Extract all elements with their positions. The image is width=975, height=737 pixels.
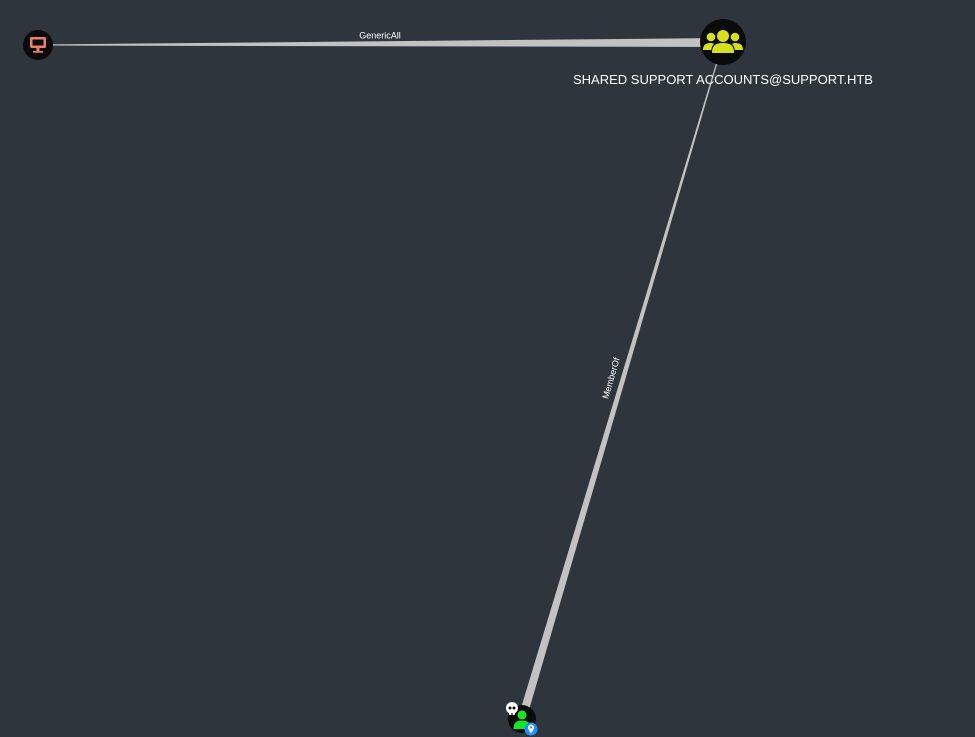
node-group-label: SHARED SUPPORT ACCOUNTS@SUPPORT.HTB xyxy=(573,72,873,87)
edge-memberof[interactable]: MemberOf xyxy=(521,42,724,710)
edge-genericall[interactable]: GenericAll xyxy=(38,31,722,48)
node-user[interactable] xyxy=(506,702,538,736)
edge-genericall-line xyxy=(38,38,722,47)
edge-genericall-label: GenericAll xyxy=(359,31,401,41)
users-icon xyxy=(703,30,743,53)
desktop-icon xyxy=(30,37,46,53)
skull-icon xyxy=(506,702,518,715)
node-group[interactable]: SHARED SUPPORT ACCOUNTS@SUPPORT.HTB xyxy=(573,19,873,87)
node-computer[interactable] xyxy=(23,30,53,60)
edge-memberof-line xyxy=(521,42,724,710)
location-pin-icon xyxy=(524,722,538,736)
